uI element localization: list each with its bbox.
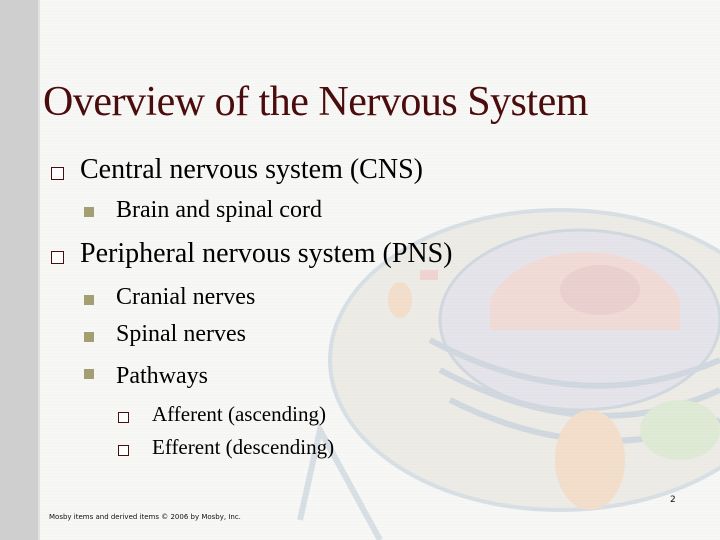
hollow-square-bullet-icon	[118, 412, 129, 423]
outline-item-afferent: Afferent (ascending)	[152, 402, 326, 426]
copyright-footer: Mosby items and derived items © 2006 by …	[49, 513, 241, 521]
hollow-square-bullet-icon	[51, 167, 64, 180]
filled-square-bullet-icon	[84, 369, 94, 379]
hollow-square-bullet-icon	[51, 251, 64, 264]
page-number: 2	[670, 495, 676, 505]
outline-item-spinal-nerves: Spinal nerves	[116, 321, 246, 347]
outline-item-pathways: Pathways	[116, 363, 208, 389]
left-margin-strip	[0, 0, 40, 540]
outline-item-cranial-nerves: Cranial nerves	[116, 284, 256, 310]
outline-item-brain-spinal-cord: Brain and spinal cord	[116, 197, 322, 223]
slide-title: Overview of the Nervous System	[43, 79, 588, 125]
filled-square-bullet-icon	[84, 295, 94, 305]
filled-square-bullet-icon	[84, 207, 94, 217]
outline-item-cns: Central nervous system (CNS)	[80, 154, 423, 185]
filled-square-bullet-icon	[84, 332, 94, 342]
hollow-square-bullet-icon	[118, 445, 129, 456]
slide-background	[40, 0, 720, 540]
outline-item-pns: Peripheral nervous system (PNS)	[80, 238, 453, 269]
outline-item-efferent: Efferent (descending)	[152, 435, 335, 459]
